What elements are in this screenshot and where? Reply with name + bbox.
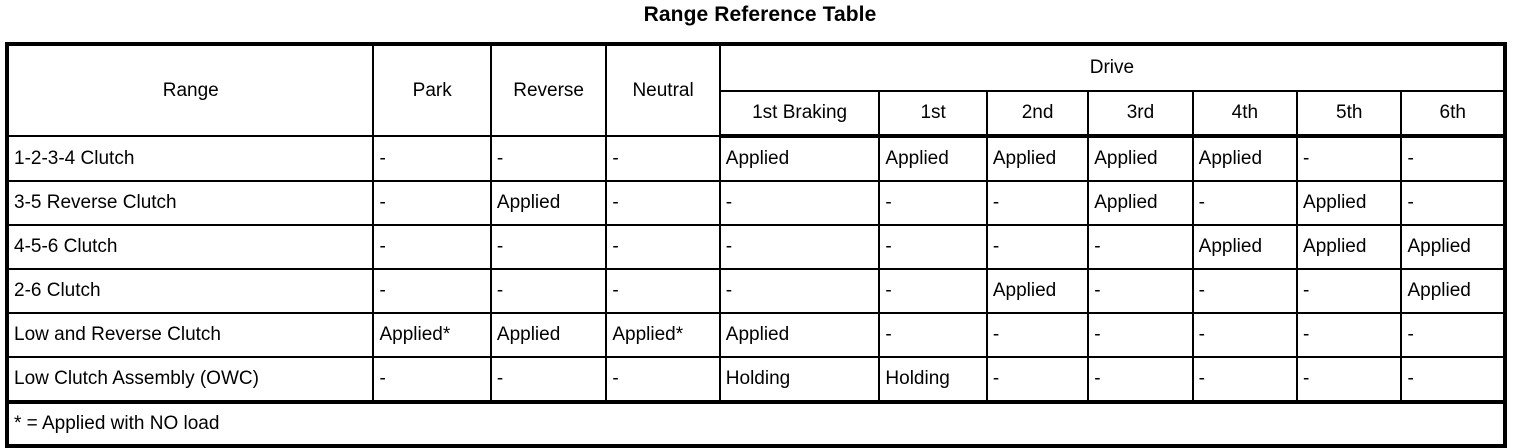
column-header-reverse: Reverse xyxy=(489,43,608,137)
cell-neutral: - xyxy=(605,180,721,226)
cell-1st-braking: Holding xyxy=(718,356,881,404)
cell-5th: - xyxy=(1296,356,1403,404)
cell-3rd: Applied xyxy=(1087,180,1194,226)
cell-3rd: - xyxy=(1087,268,1194,314)
cell-5th: - xyxy=(1296,135,1403,182)
cell-6th: - xyxy=(1400,312,1506,358)
table-body: 1-2-3-4 Clutch - - - Applied Applied App… xyxy=(5,135,1506,447)
cell-4th: - xyxy=(1191,180,1299,226)
table-container: Range Park Reverse Neutral Drive 1st Bra… xyxy=(5,42,1507,448)
row-label: Low Clutch Assembly (OWC) xyxy=(5,356,375,404)
range-reference-table-page: Range Reference Table Range Park xyxy=(5,3,1507,448)
cell-6th: Applied xyxy=(1400,268,1506,314)
cell-4th: - xyxy=(1191,356,1299,404)
cell-4th: - xyxy=(1191,268,1299,314)
header-row-group: Range Park Reverse Neutral Drive xyxy=(5,43,1507,137)
row-label: 4-5-6 Clutch xyxy=(5,224,375,270)
cell-park: - xyxy=(372,180,492,226)
cell-neutral: - xyxy=(605,268,721,314)
cell-1st-braking: Applied xyxy=(718,312,881,358)
table-row: 1-2-3-4 Clutch - - - Applied Applied App… xyxy=(5,135,1506,182)
table-row: 3-5 Reverse Clutch - Applied - - - - App… xyxy=(5,180,1506,226)
cell-park: - xyxy=(372,135,492,182)
cell-3rd: - xyxy=(1087,312,1194,358)
column-header-3rd: 3rd xyxy=(1087,90,1194,138)
cell-5th: - xyxy=(1296,312,1403,358)
row-label: 1-2-3-4 Clutch xyxy=(5,135,375,182)
cell-5th: Applied xyxy=(1296,224,1403,270)
cell-2nd: Applied xyxy=(985,268,1090,314)
table-footnote: * = Applied with NO load xyxy=(6,401,1506,447)
cell-1st-braking: - xyxy=(718,224,881,270)
cell-1st-braking: Applied xyxy=(718,135,881,182)
cell-6th: - xyxy=(1400,356,1506,404)
cell-neutral: - xyxy=(605,135,721,182)
column-header-4th: 4th xyxy=(1191,90,1299,138)
cell-5th: - xyxy=(1296,268,1403,314)
cell-5th: Applied xyxy=(1296,180,1403,226)
cell-2nd: - xyxy=(985,356,1090,404)
cell-reverse: - xyxy=(489,135,608,182)
table-row: 2-6 Clutch - - - - - Applied - - - Appli… xyxy=(5,268,1506,314)
column-header-6th: 6th xyxy=(1400,90,1506,138)
cell-1st: - xyxy=(878,268,988,314)
cell-3rd: - xyxy=(1087,224,1194,270)
cell-reverse: - xyxy=(489,268,608,314)
table-head: Range Park Reverse Neutral Drive 1st Bra… xyxy=(5,43,1507,138)
cell-2nd: - xyxy=(985,312,1090,358)
cell-6th: - xyxy=(1400,135,1506,182)
cell-2nd: - xyxy=(985,180,1090,226)
row-label: Low and Reverse Clutch xyxy=(5,312,375,358)
cell-neutral: - xyxy=(605,224,721,270)
cell-3rd: - xyxy=(1087,356,1194,404)
cell-1st-braking: - xyxy=(718,268,881,314)
table-row: Low and Reverse Clutch Applied* Applied … xyxy=(5,312,1506,358)
cell-1st: - xyxy=(878,312,988,358)
row-label: 2-6 Clutch xyxy=(5,268,375,314)
cell-4th: Applied xyxy=(1191,224,1299,270)
header-row-drive-gears: 1st Braking 1st 2nd 3rd 4th 5th 6th xyxy=(7,90,1506,138)
cell-2nd: Applied xyxy=(985,135,1090,182)
cell-6th: Applied xyxy=(1400,224,1506,270)
cell-park: Applied* xyxy=(372,312,492,358)
cell-3rd: Applied xyxy=(1087,135,1194,182)
cell-park: - xyxy=(372,356,492,404)
cell-neutral: Applied* xyxy=(605,312,721,358)
cell-reverse: - xyxy=(489,224,608,270)
range-reference-table: Range Park Reverse Neutral Drive 1st Bra… xyxy=(5,42,1507,448)
table-row: 4-5-6 Clutch - - - - - - - Applied Appli… xyxy=(5,224,1506,270)
cell-reverse: Applied xyxy=(489,180,608,226)
column-header-1st-braking: 1st Braking xyxy=(718,90,881,138)
column-header-range: Range xyxy=(5,43,375,137)
column-header-neutral: Neutral xyxy=(605,43,721,137)
row-label: 3-5 Reverse Clutch xyxy=(5,180,375,226)
column-group-header-drive: Drive xyxy=(718,43,1507,92)
column-header-1st: 1st xyxy=(878,90,988,138)
column-header-5th: 5th xyxy=(1296,90,1403,138)
cell-park: - xyxy=(372,224,492,270)
column-header-park: Park xyxy=(372,43,492,137)
table-row: Low Clutch Assembly (OWC) - - - Holding … xyxy=(5,356,1506,404)
cell-4th: - xyxy=(1191,312,1299,358)
cell-1st-braking: - xyxy=(718,180,881,226)
cell-2nd: - xyxy=(985,224,1090,270)
cell-6th: - xyxy=(1400,180,1506,226)
cell-reverse: Applied xyxy=(489,312,608,358)
cell-park: - xyxy=(372,268,492,314)
cell-neutral: - xyxy=(605,356,721,404)
column-header-2nd: 2nd xyxy=(985,90,1090,138)
cell-1st: Applied xyxy=(878,135,988,182)
cell-reverse: - xyxy=(489,356,608,404)
cell-1st: - xyxy=(878,180,988,226)
cell-1st: Holding xyxy=(878,356,988,404)
page-title: Range Reference Table xyxy=(643,3,877,26)
cell-4th: Applied xyxy=(1191,135,1299,182)
cell-1st: - xyxy=(878,224,988,270)
footnote-row: * = Applied with NO load xyxy=(6,401,1506,447)
